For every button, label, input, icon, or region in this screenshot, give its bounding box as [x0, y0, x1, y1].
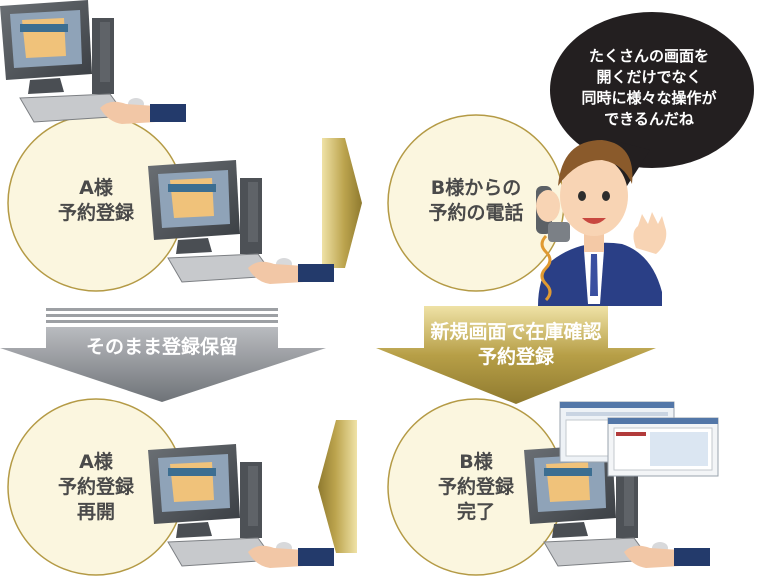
man-on-phone: [536, 140, 667, 306]
step-label-b-complete: B様 予約登録 完了: [437, 451, 514, 523]
step-label-b-call: B様からの 予約の電話: [428, 177, 524, 224]
arrow-down-hold: [0, 308, 326, 402]
step-label-a-resume: A様 予約登録 再開: [57, 451, 134, 523]
arrow-label-new-screen: 新規画面で在庫確認 予約登録: [430, 321, 602, 368]
arrow-label-hold: そのまま登録保留: [85, 336, 238, 358]
step-label-a-reservation: A様 予約登録: [57, 177, 134, 224]
arrow-right: [322, 138, 362, 268]
arrow-down-new-screen: [376, 306, 656, 404]
arrow-left: [318, 420, 357, 553]
speech-bubble-text: たくさんの画面を 開くだけでなく 同時に様々な操作が できるんだね: [581, 47, 717, 128]
app-screenshots: [559, 401, 719, 477]
computer-illustration: [0, 0, 186, 124]
